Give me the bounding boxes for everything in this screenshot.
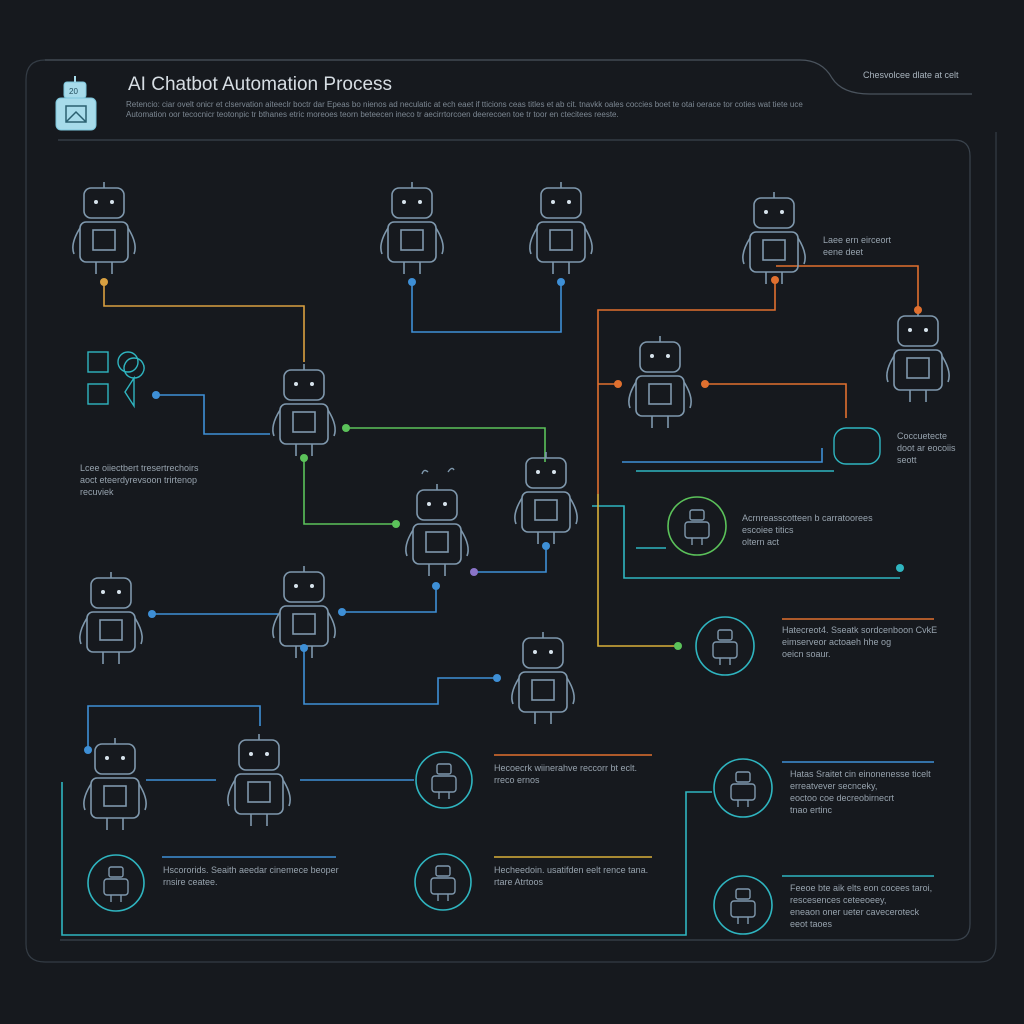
connector-dot-18 (614, 380, 622, 388)
chat-icon (117, 351, 139, 373)
connector-dot-7 (392, 520, 400, 528)
connector-dot-6 (300, 454, 308, 462)
label-right-mid: Acrnreasscotteen b carratoorees escoiee … (742, 513, 873, 547)
label-right-bottom-1: Hatas Sraitet cin einonenesse ticelt err… (790, 769, 931, 815)
badge-icon-7 (713, 875, 773, 935)
connector-dot-1 (100, 278, 108, 286)
label-top-right: Laee ern eirceort eene deet (823, 235, 892, 257)
robot-icon-5 (272, 364, 336, 456)
connector-dot-2 (408, 278, 416, 286)
robot-icon-9 (514, 452, 578, 544)
connector-dot-17 (914, 306, 922, 314)
robot-icon-3 (529, 182, 593, 274)
connector-dot-9 (470, 568, 478, 576)
connector-dot-12 (432, 582, 440, 590)
label-center-bottom: Hecheedoin. usatifden eelt rence tana. r… (494, 865, 649, 887)
connector-dot-3 (557, 278, 565, 286)
robot-logo-icon: 20 (55, 76, 97, 131)
connector-dot-11 (338, 608, 346, 616)
connector-line-8 (342, 586, 437, 613)
header-corner-text: Chesvolcee dlate at celt (863, 70, 959, 80)
label-right-low: Hatecreot4. Sseatk sordcenboon CvkE eims… (782, 625, 938, 659)
connector-dot-14 (493, 674, 501, 682)
connector-line-21 (597, 494, 678, 647)
connector-line-17 (622, 448, 823, 463)
connector-dot-8 (542, 542, 550, 550)
connector-line-20 (592, 505, 900, 579)
robot-icon-14 (227, 734, 291, 826)
badge-icon-5 (87, 854, 145, 912)
connector-dot-15 (84, 746, 92, 754)
connector-dot-13 (300, 644, 308, 652)
connector-dot-20 (674, 642, 682, 650)
header-divider (45, 59, 972, 95)
page-subtitle: Retencio: ciar ovelt onicr et clservatio… (126, 100, 803, 119)
robot-icon-12 (511, 632, 575, 724)
badge-icon-1 (667, 496, 727, 556)
chat-panel-icon (833, 427, 881, 465)
connector-dot-21 (896, 564, 904, 572)
connector-line-16 (705, 383, 847, 418)
label-right-upper: Coccuetecte doot ar eocoiis seott (897, 431, 956, 465)
connector-line-4 (346, 427, 546, 462)
badge-icon-2 (695, 616, 755, 676)
connector-dot-5 (342, 424, 350, 432)
inner-panel (58, 139, 971, 941)
robot-icon-7 (628, 336, 692, 428)
badge-icon-4 (713, 758, 773, 818)
connector-line-5 (303, 458, 396, 525)
diagram-frame (25, 59, 997, 963)
connector-line-1 (103, 282, 305, 362)
connector-line-22 (61, 782, 712, 936)
outer-panel (25, 59, 997, 963)
antenna-icon (421, 467, 455, 475)
robot-icon-10 (79, 572, 143, 664)
robot-icon-4 (742, 192, 806, 284)
robot-icon-1 (72, 182, 136, 274)
robot-icon-6 (886, 310, 950, 402)
location-pin-icon (123, 357, 145, 409)
connector-line-10 (87, 705, 261, 750)
svg-text:20: 20 (69, 87, 78, 96)
page-title: AI Chatbot Automation Process (128, 74, 393, 95)
connector-dot-19 (701, 380, 709, 388)
connector-dot-4 (152, 391, 160, 399)
label-left-mid: Lcee oiiectbert tresertrechoirs aoct ete… (80, 463, 199, 497)
label-center-low: Hecoecrk wiinerahve reccorr bt eclt. rre… (494, 763, 638, 785)
label-left-bottom: Hscororids. Seaith aeedar cinemece beope… (163, 865, 339, 887)
badge-icon-3 (415, 751, 473, 809)
document-icon-1 (87, 351, 109, 373)
connector-line-2 (411, 282, 562, 333)
badge-icon-6 (414, 853, 472, 911)
connector-line-9 (303, 648, 497, 705)
connector-line-6 (474, 546, 547, 573)
connector-line-14 (776, 265, 919, 310)
robot-icon-8 (405, 484, 469, 576)
robot-icon-2 (380, 182, 444, 274)
robot-icon-13 (83, 738, 147, 830)
connector-line-13 (597, 280, 776, 494)
label-right-bottom-2: Feeoe bte aik elts eon cocees taroi, res… (790, 883, 933, 929)
connector-dot-10 (148, 610, 156, 618)
connector-line-3 (156, 394, 270, 435)
document-icon-2 (87, 383, 109, 405)
connector-dot-16 (771, 276, 779, 284)
